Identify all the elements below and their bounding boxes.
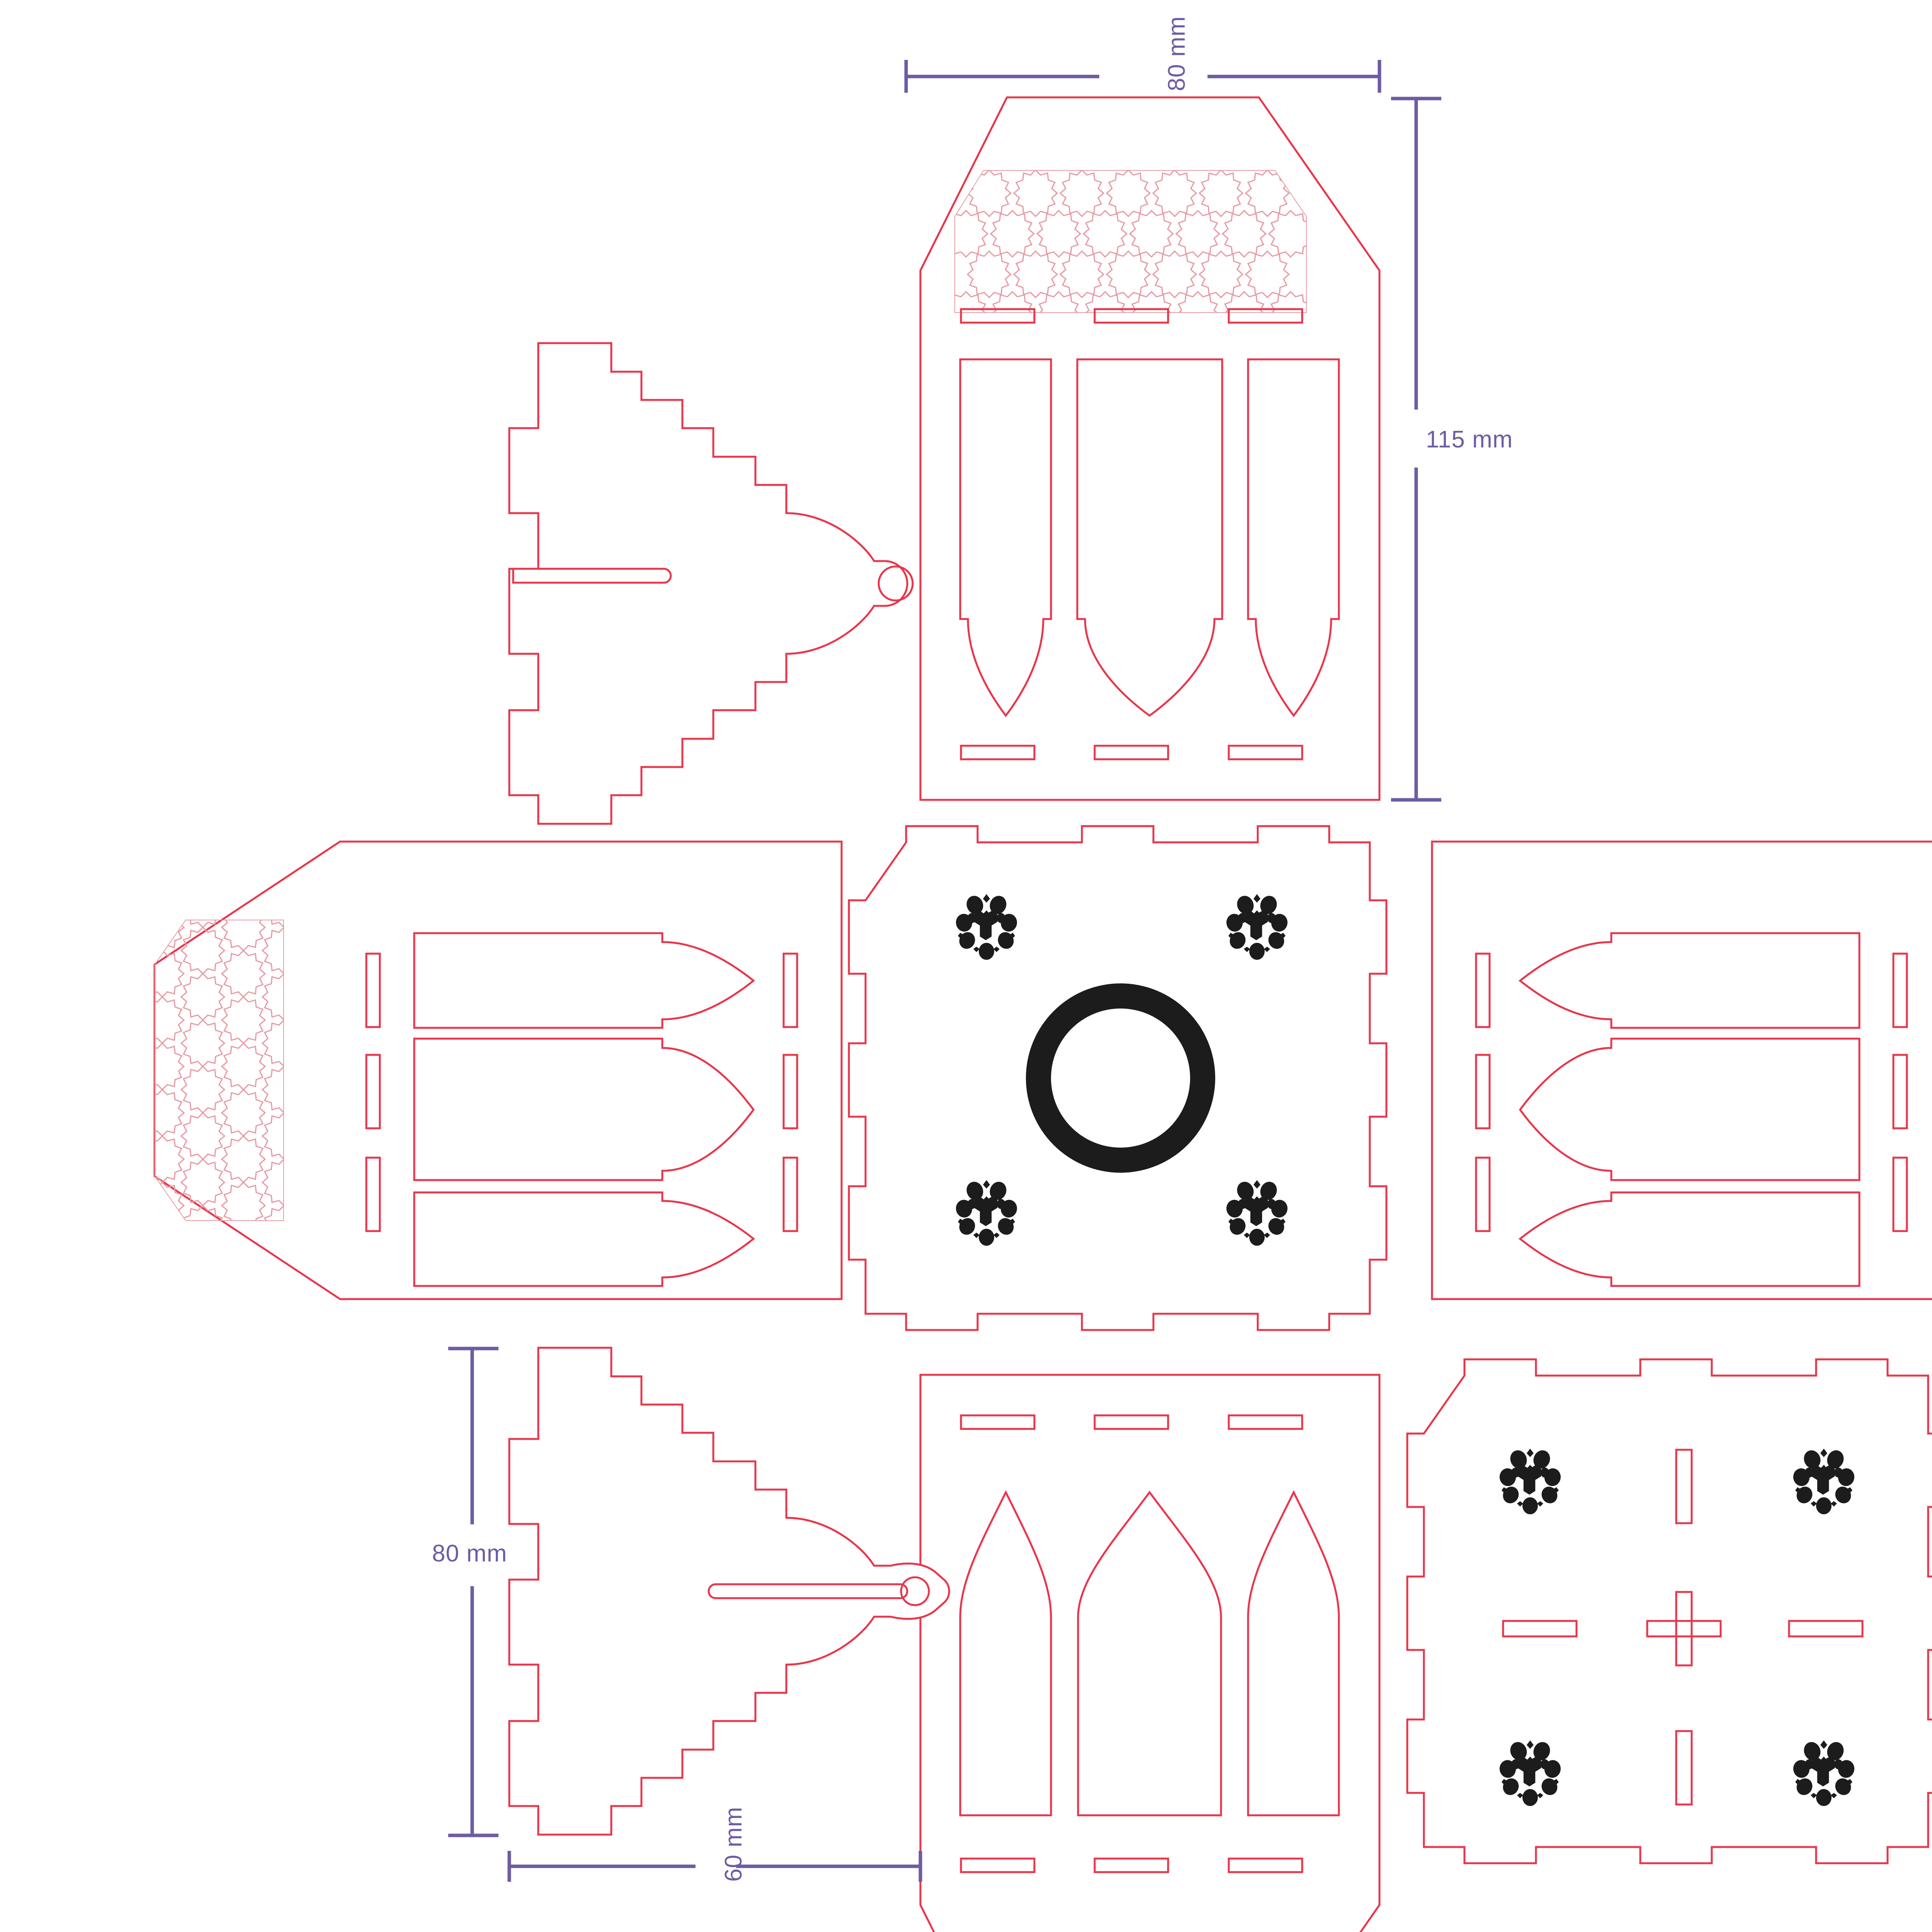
gable-bracket-lower-slot [707,1583,908,1599]
top-panel-arch-cutouts [959,358,1340,718]
dimension-left-height [448,1347,498,1837]
gable-bracket-lower-outline [508,1347,950,1836]
dimension-label-left-height: 80 mm [432,1540,507,1567]
part-top-panel[interactable] [919,96,1381,801]
part-left-panel[interactable] [141,840,843,1300]
gable-bracket-upper-eye-hole [878,565,914,602]
top-panel-slots-upper [960,308,1303,324]
part-center-plate[interactable] [848,825,1388,1331]
left-panel-arch-cutouts [413,932,755,1287]
gable-bracket-upper-slot [512,568,672,584]
right-panel-slots [1475,952,1908,1232]
top-panel-slots-lower [960,745,1303,760]
base-plate-cross-slot [1646,1591,1722,1667]
lamp-ring-cutout [1026,983,1215,1173]
part-bottom-panel[interactable] [919,1374,1381,1932]
part-gable-bracket-lower[interactable] [508,1347,950,1836]
dimension-right-height [1391,97,1441,802]
dimension-label-top-width: 80 mm [1163,16,1190,91]
bottom-panel-arch-cutouts [959,1490,1340,1816]
bottom-panel-outline [919,1374,1381,1932]
part-base-plate[interactable] [1406,1358,1932,1864]
base-plate-outline [1406,1358,1932,1864]
dimension-top-width [904,60,1381,93]
top-panel-outline [919,96,1381,801]
gable-bracket-lower-keyhole [900,1576,930,1606]
dimension-label-right-height: 115 mm [1426,426,1513,453]
left-panel-outline [153,840,843,1300]
right-panel-outline [1431,840,1932,1300]
left-panel-slots [365,952,798,1232]
part-gable-bracket-upper[interactable] [508,342,914,825]
base-plate-slots [1502,1449,1864,1806]
part-right-panel[interactable] [1431,840,1932,1300]
bottom-panel-slots-lower [960,1857,1303,1873]
right-panel-arch-cutouts [1518,932,1861,1287]
dimension-label-bottom-width: 60 mm [720,1806,747,1882]
dimension-bottom-width [507,1851,922,1882]
bottom-panel-slots-upper [960,1414,1303,1430]
gable-bracket-upper-outline [508,342,908,825]
